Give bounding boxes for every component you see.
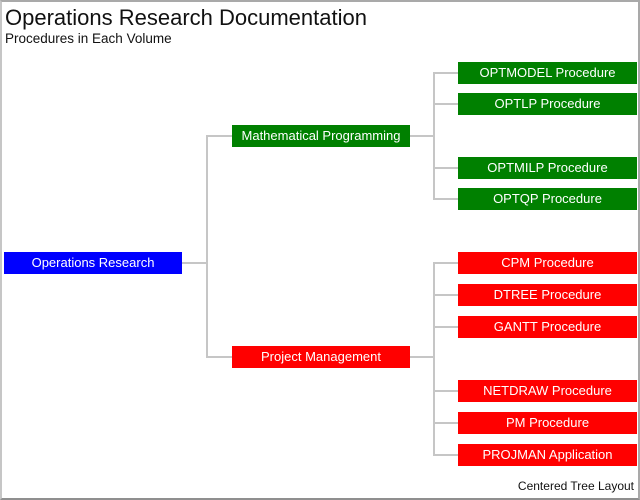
connector-to-project-branch — [207, 356, 232, 358]
node-netdraw-procedure: NETDRAW Procedure — [458, 380, 637, 402]
node-optlp-procedure: OPTLP Procedure — [458, 93, 637, 115]
node-dtree-procedure: DTREE Procedure — [458, 284, 637, 306]
connector-level1-vertical — [206, 135, 208, 358]
node-operations-research: Operations Research — [4, 252, 182, 274]
page-subtitle: Procedures in Each Volume — [5, 31, 172, 46]
connector-to-cpm — [434, 262, 458, 264]
node-cpm-procedure: CPM Procedure — [458, 252, 637, 274]
connector-to-pm — [434, 422, 458, 424]
connector-math-vertical — [433, 72, 435, 200]
node-project-management: Project Management — [232, 346, 410, 368]
node-optqp-procedure: OPTQP Procedure — [458, 188, 637, 210]
node-optmilp-procedure: OPTMILP Procedure — [458, 157, 637, 179]
node-mathematical-programming: Mathematical Programming — [232, 125, 410, 147]
connector-to-optlp — [434, 103, 458, 105]
node-gantt-procedure: GANTT Procedure — [458, 316, 637, 338]
connector-to-optmilp — [434, 167, 458, 169]
connector-to-optmodel — [434, 72, 458, 74]
connector-to-projman — [434, 454, 458, 456]
connector-project-out — [410, 356, 434, 358]
connector-to-math-branch — [207, 135, 232, 137]
layout-caption: Centered Tree Layout — [517, 479, 634, 493]
node-optmodel-procedure: OPTMODEL Procedure — [458, 62, 637, 84]
connector-to-gantt — [434, 326, 458, 328]
connector-root — [182, 262, 207, 264]
connector-project-vertical — [433, 262, 435, 456]
page-title: Operations Research Documentation — [5, 5, 367, 30]
node-projman-application: PROJMAN Application — [458, 444, 637, 466]
node-pm-procedure: PM Procedure — [458, 412, 637, 434]
connector-to-optqp — [434, 198, 458, 200]
connector-to-dtree — [434, 294, 458, 296]
connector-math-out — [410, 135, 434, 137]
connector-to-netdraw — [434, 390, 458, 392]
